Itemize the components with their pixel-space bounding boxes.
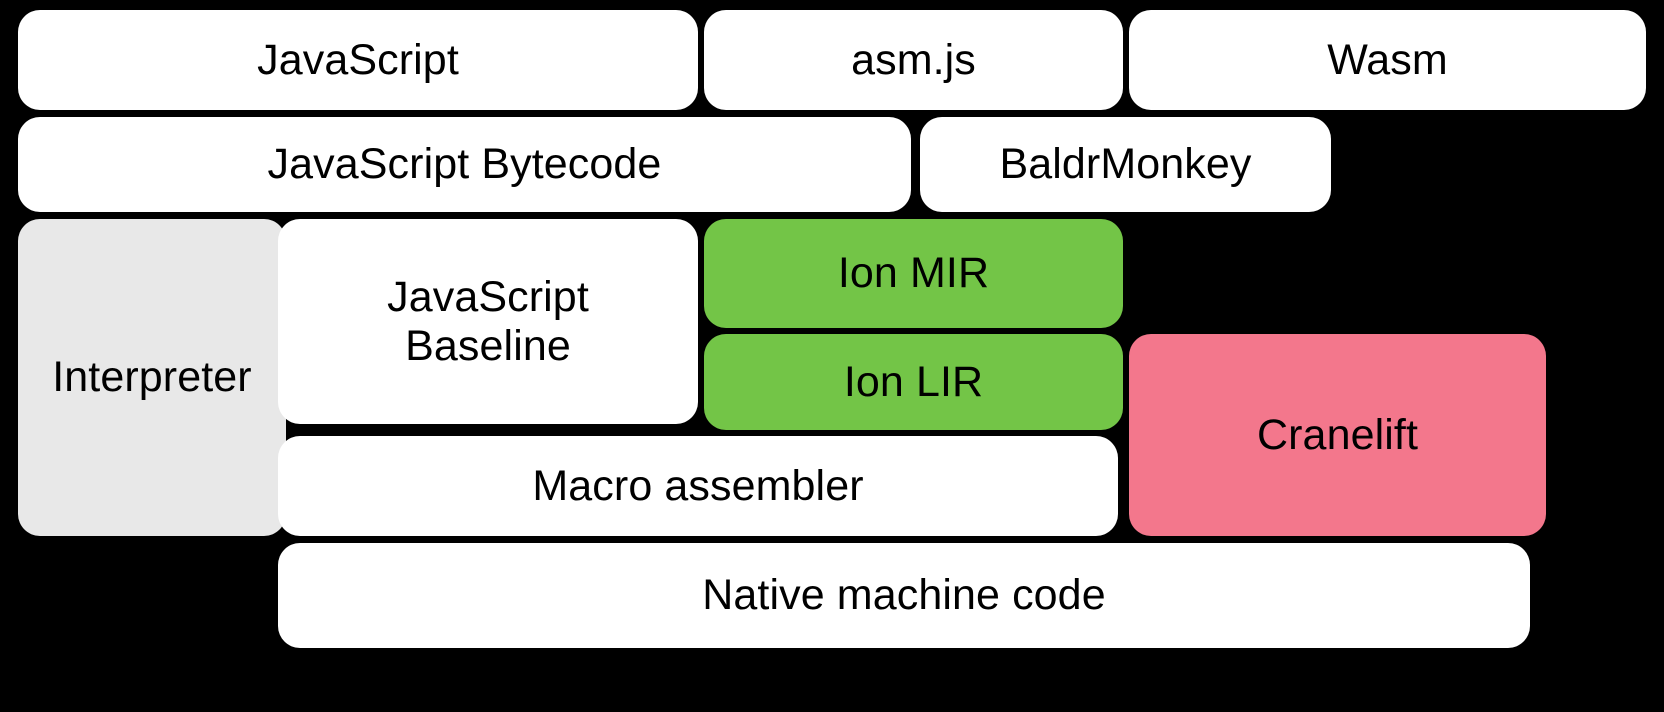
node-cranelift: Cranelift [1129, 334, 1546, 536]
node-javascript-bytecode: JavaScript Bytecode [18, 117, 911, 212]
node-macro-assembler: Macro assembler [278, 436, 1118, 536]
node-javascript-baseline: JavaScript Baseline [278, 219, 698, 424]
node-baldrmonkey: BaldrMonkey [920, 117, 1331, 212]
node-ion-mir: Ion MIR [704, 219, 1123, 328]
node-native-machine-code: Native machine code [278, 543, 1530, 648]
node-wasm: Wasm [1129, 10, 1646, 110]
node-javascript: JavaScript [18, 10, 698, 110]
node-ion-lir: Ion LIR [704, 334, 1123, 430]
node-asm-js: asm.js [704, 10, 1123, 110]
node-interpreter: Interpreter [18, 219, 286, 536]
